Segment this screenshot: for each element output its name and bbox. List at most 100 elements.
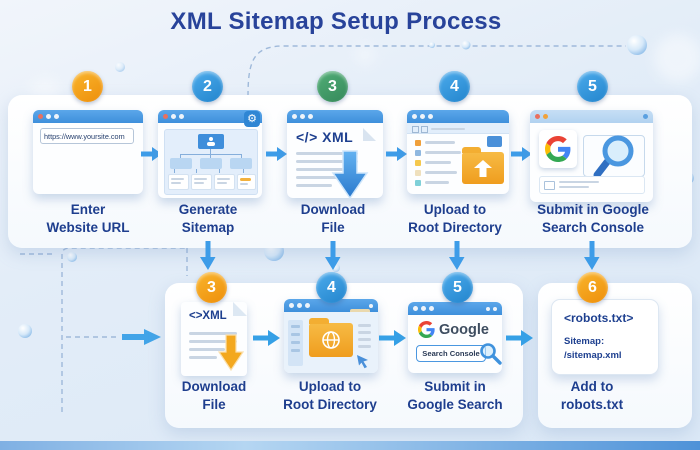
window-titlebar: ⚙ (158, 110, 262, 127)
window-dot-icon (38, 114, 43, 119)
step-badge-5b: 5 (442, 272, 473, 303)
xml-download-window-icon: </> XML (287, 110, 383, 200)
arrow-right-icon (379, 330, 406, 346)
file-upload-window-icon (407, 110, 509, 194)
window-dot-icon (413, 306, 418, 311)
step-number: 5 (588, 77, 597, 95)
sitemap-tree-icon (164, 129, 258, 195)
window-dot-icon (54, 114, 59, 119)
step-number: 4 (327, 278, 336, 296)
sidebar-list-icon (288, 320, 303, 366)
browser-window-icon: https://www.yoursite.com (33, 110, 143, 194)
magnifier-icon (593, 135, 634, 179)
step-badge-6b: 6 (577, 272, 608, 303)
url-bar: https://www.yoursite.com (40, 128, 134, 144)
step-badge-5: 5 (577, 71, 608, 102)
file-chip-icon (487, 136, 502, 147)
window-dot-icon (289, 303, 294, 308)
page-fold-icon (233, 302, 247, 316)
arrow-right-icon (511, 147, 532, 161)
window-dot-icon (486, 306, 490, 311)
step-badge-4: 4 (439, 71, 470, 102)
window-dot-icon (429, 306, 434, 311)
window-dot-icon (428, 114, 433, 119)
google-search-window-icon: Google Search Console (408, 302, 502, 373)
step-number: 1 (83, 77, 92, 95)
download-arrow-icon (331, 150, 369, 200)
xml-code-label: </> XML (296, 129, 354, 145)
search-console-bar: Search Console (416, 345, 486, 362)
arrow-right-icon (141, 147, 162, 161)
window-dot-icon (421, 306, 426, 311)
window-dot-icon (493, 306, 497, 311)
arrow-right-icon (386, 147, 407, 161)
window-dot-icon (46, 114, 51, 119)
window-titlebar (33, 110, 143, 123)
google-wordmark: Google (439, 321, 489, 338)
window-titlebar (287, 110, 383, 123)
step-number: 6 (588, 278, 597, 296)
window-toolbar (407, 123, 509, 134)
window-dot-icon (300, 114, 305, 119)
window-dot-icon (305, 303, 310, 308)
arrow-down-icon (449, 241, 465, 270)
robots-card-line2: /sitemap.xml (564, 350, 622, 361)
bottom-accent-strip (0, 441, 700, 450)
window-dot-icon (535, 114, 540, 119)
step-number: 5 (453, 278, 462, 296)
step-badge-3b: 3 (196, 272, 227, 303)
step-badge-3: 3 (317, 71, 348, 102)
step-badge-4b: 4 (316, 272, 347, 303)
arrow-down-icon (584, 241, 600, 270)
step-number: 2 (203, 77, 212, 95)
window-dot-icon (163, 114, 168, 119)
window-dot-icon (179, 114, 184, 119)
window-titlebar (530, 110, 653, 123)
window-titlebar (408, 302, 502, 315)
sitemap-generator-window-icon: ⚙ (158, 110, 262, 198)
cursor-icon (357, 355, 368, 369)
arrow-right-icon (266, 147, 287, 161)
globe-folder-icon (309, 318, 353, 357)
window-dot-icon (171, 114, 176, 119)
xml-code-label: <>XML (189, 310, 227, 322)
page-fold-icon (363, 128, 376, 141)
window-dot-icon (292, 114, 297, 119)
arrow-down-icon (325, 241, 341, 270)
arrow-right-icon (253, 330, 280, 346)
step-number: 3 (328, 77, 337, 95)
search-console-window-icon (530, 110, 653, 202)
arrow-down-icon (200, 241, 216, 270)
google-g-icon (545, 136, 571, 162)
upload-folder-icon (462, 147, 504, 184)
search-console-text: Search Console (422, 349, 480, 358)
arrow-right-icon (506, 330, 533, 346)
robots-card-title: <robots.txt> (564, 311, 634, 325)
step-number: 4 (450, 77, 459, 95)
step-number: 3 (207, 278, 216, 296)
step-badge-1: 1 (72, 71, 103, 102)
google-g-icon (418, 321, 435, 338)
root-directory-window-icon (284, 299, 378, 373)
window-titlebar (407, 110, 509, 123)
google-logo: Google (418, 321, 489, 338)
window-dot-icon (308, 114, 313, 119)
xml-document-icon: <>XML (181, 302, 247, 376)
search-result-row (539, 176, 645, 194)
google-logo-card (539, 130, 577, 168)
robots-card-line1: Sitemap: (564, 336, 605, 347)
window-dot-icon (297, 303, 302, 308)
window-dot-icon (643, 114, 648, 119)
gear-icon: ⚙ (244, 111, 260, 127)
url-text: https://www.yoursite.com (44, 131, 125, 141)
window-dot-icon (412, 114, 417, 119)
